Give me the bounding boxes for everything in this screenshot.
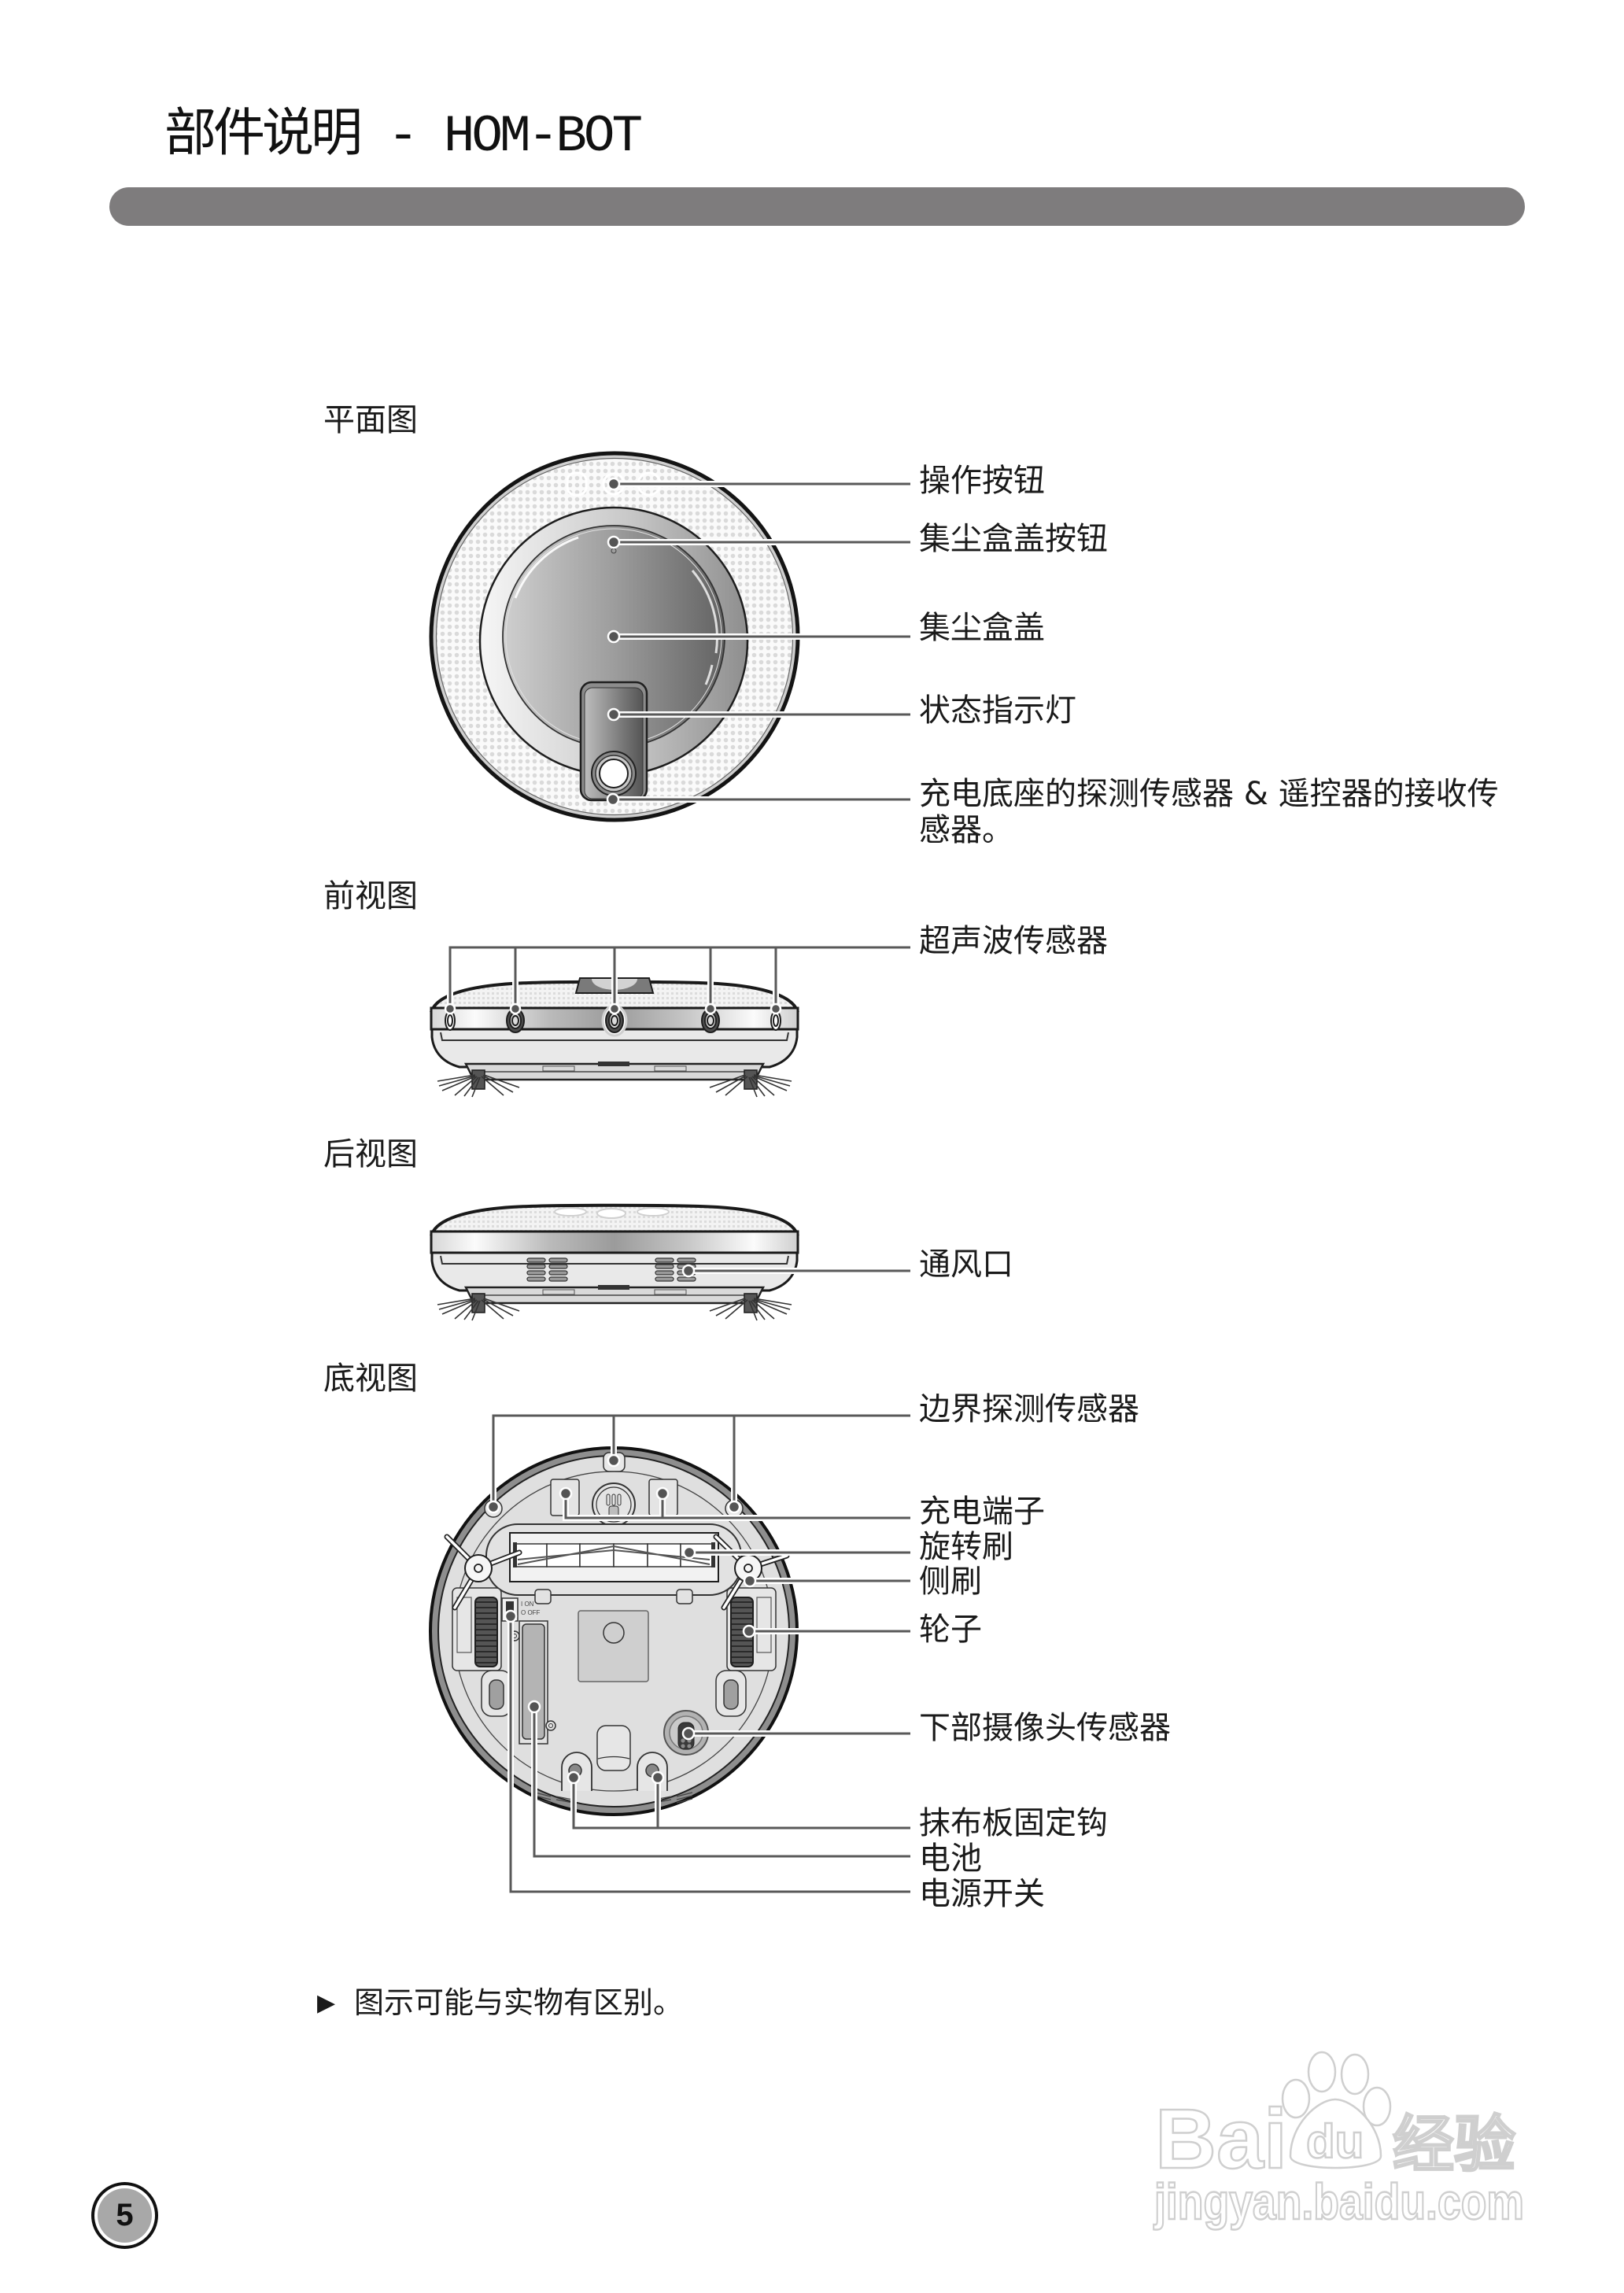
section-label-bottom-view: 底视图 bbox=[323, 1361, 418, 1397]
disclaimer-note: ▶ 图示可能与实物有区别。 bbox=[317, 1984, 683, 2022]
callout-camera-sensor: 下部摄像头传感器 bbox=[919, 1710, 1171, 1746]
callout-power-switch: 电源开关 bbox=[919, 1876, 1045, 1912]
page-number: 5 bbox=[98, 2188, 152, 2243]
section-label-rear-view: 后视图 bbox=[323, 1136, 418, 1172]
triangle-bullet-icon: ▶ bbox=[317, 1989, 336, 2017]
rotating-brush bbox=[485, 1523, 742, 1604]
callout-ultrasonic-sensors: 超声波传感器 bbox=[919, 923, 1108, 959]
section-label-top-view: 平面图 bbox=[323, 402, 418, 438]
callout-status-indicator: 状态指示灯 bbox=[919, 692, 1076, 729]
callout-line-1: 充电底座的探测传感器 & 遥控器的接收传 bbox=[919, 776, 1499, 812]
bottom-view-diagram: I ON O OFF bbox=[429, 1446, 799, 1816]
page-number-badge: 5 bbox=[91, 2182, 158, 2249]
watermark-logo-right: 经验 bbox=[1393, 2110, 1515, 2179]
callout-operation-buttons: 操作按钮 bbox=[919, 463, 1045, 499]
note-text: 图示可能与实物有区别。 bbox=[354, 1985, 684, 2020]
watermark-url: jingyan.baidu.com bbox=[1153, 2173, 1524, 2230]
ultrasonic-sensors bbox=[445, 1004, 781, 1037]
section-label-front-view: 前视图 bbox=[323, 878, 418, 914]
title-divider-bar bbox=[109, 187, 1525, 226]
callout-air-vent: 通风口 bbox=[919, 1246, 1013, 1283]
left-wheel bbox=[474, 1597, 498, 1667]
center-plate bbox=[578, 1610, 649, 1682]
callout-docking-and-remote-sensor: 充电底座的探测传感器 & 遥控器的接收传 感器。 bbox=[919, 776, 1499, 848]
watermark-logo-left: Bai bbox=[1155, 2091, 1287, 2186]
page-title: 部件说明 - HOM-BOT bbox=[164, 107, 643, 166]
watermark-logo-paw: du bbox=[1306, 2115, 1364, 2168]
callout-dust-bin-cover-button: 集尘盒盖按钮 bbox=[919, 521, 1108, 557]
callout-dust-bin-cover: 集尘盒盖 bbox=[919, 610, 1045, 646]
switch-on-mark: I ON bbox=[521, 1601, 534, 1608]
callout-dots bbox=[444, 477, 782, 1785]
paw-icon bbox=[1281, 2051, 1392, 2169]
status-indicator-tab bbox=[579, 681, 648, 802]
callout-line-2: 感器。 bbox=[919, 812, 1013, 848]
callout-wheels: 轮子 bbox=[919, 1612, 982, 1648]
callout-mop-plate-hooks: 抹布板固定钩 bbox=[919, 1805, 1108, 1841]
callout-charging-terminals: 充电端子 bbox=[919, 1494, 1045, 1530]
callout-side-brush: 侧刷 bbox=[919, 1564, 982, 1600]
baidu-jingyan-watermark: Bai du 经验 jingyan.baidu.com bbox=[1153, 2051, 1525, 2231]
switch-off-mark: O OFF bbox=[521, 1609, 541, 1616]
front-view-diagram bbox=[430, 977, 799, 1098]
side-brushes bbox=[444, 1534, 790, 1611]
rear-view-diagram bbox=[430, 1203, 799, 1322]
callout-cliff-sensors: 边界探测传感器 bbox=[919, 1391, 1139, 1427]
callout-battery: 电池 bbox=[919, 1841, 982, 1877]
callout-rotating-brush: 旋转刷 bbox=[919, 1529, 1013, 1565]
